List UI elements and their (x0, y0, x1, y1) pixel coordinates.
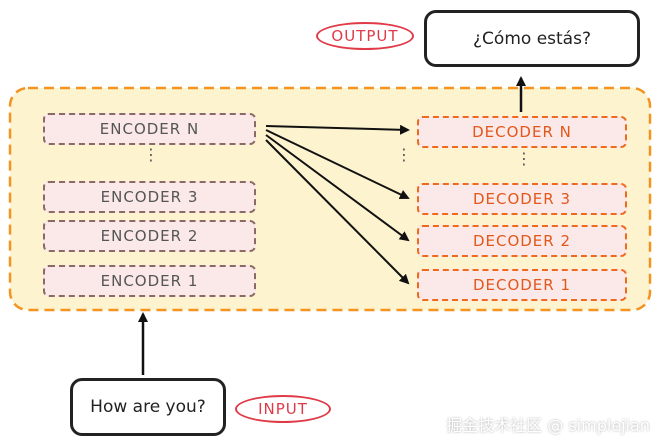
decoder-ellipsis: ⋮ (516, 149, 532, 168)
encoder-2-box: ENCODER 2 (43, 220, 256, 252)
decoder-side-ellipsis: ⋮ (396, 145, 412, 164)
input-box: How are you? (70, 378, 226, 436)
encoder-1-box: ENCODER 1 (43, 265, 256, 297)
decoder-1-box: DECODER 1 (417, 269, 627, 301)
arrow-encoder-to-decoder-n (265, 124, 410, 135)
arrow-encoder-to-decoder-1 (265, 139, 410, 285)
watermark: 掘金技术社区 @ simplejian (446, 416, 650, 435)
arrow-encoder-to-decoder-3 (265, 129, 410, 200)
output-box: ¿Cómo estás? (424, 10, 640, 67)
input-tag: INPUT (235, 395, 331, 423)
decoder-n-box: DECODER N (417, 116, 627, 148)
decoder-2-box: DECODER 2 (417, 225, 627, 257)
arrow-encoder-to-decoder-2 (265, 134, 410, 242)
decoder-3-box: DECODER 3 (417, 183, 627, 215)
output-tag: OUTPUT (316, 22, 414, 50)
encoder-n-box: ENCODER N (43, 113, 256, 145)
encoder-ellipsis: ⋮ (143, 145, 159, 164)
encoder-3-box: ENCODER 3 (43, 181, 256, 213)
